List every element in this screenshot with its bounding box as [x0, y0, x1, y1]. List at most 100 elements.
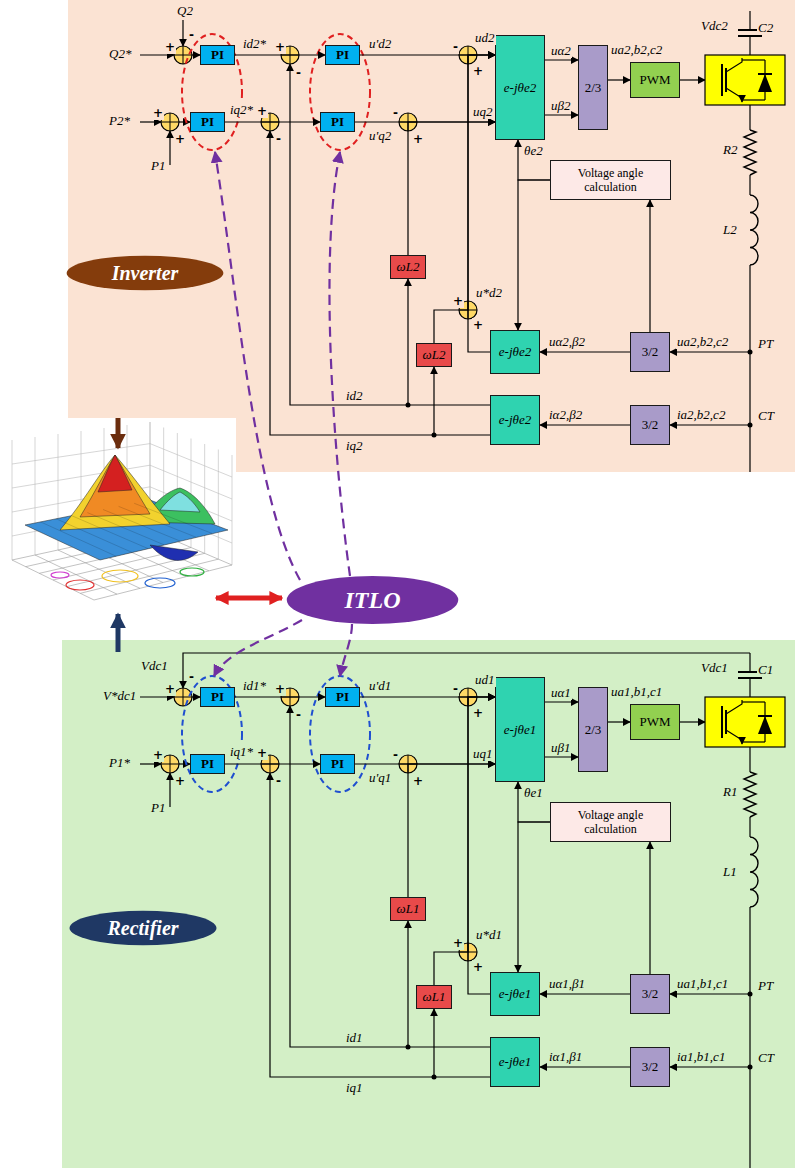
block-text: Voltage angle calculation [551, 808, 670, 836]
sign-label: + [412, 774, 424, 788]
block-text: e-jθe2 [504, 80, 536, 96]
plot-grid [94, 565, 232, 600]
feedback-wire [183, 653, 750, 688]
block-text: PWM [639, 72, 670, 88]
igbt-gate [721, 706, 723, 738]
signal-label: C1 [757, 662, 774, 677]
signal-connector [518, 822, 550, 972]
dc-lead [749, 653, 750, 672]
block-text: 2/3 [585, 80, 602, 96]
rectifier-panel [62, 640, 795, 1168]
signal-label: uα2,β2 [548, 334, 586, 349]
signal-label: uβ2 [550, 98, 571, 113]
pi-controller: PI [325, 45, 360, 65]
signal-label: L1 [722, 864, 738, 879]
inverter-panel [68, 0, 795, 472]
signal-connector [408, 764, 495, 897]
signal-label: uα2 [550, 43, 572, 58]
signal-label: uq2 [472, 104, 494, 119]
reference-wire [140, 763, 161, 764]
signal-connector [608, 79, 630, 80]
surface-mesh [72, 516, 148, 549]
pwm-block: PWM [630, 704, 680, 740]
junction-dot [748, 992, 753, 997]
optimizer-link [340, 624, 352, 676]
sign-label: - [188, 670, 195, 684]
junction-dot [748, 423, 753, 428]
pi-controller: PI [320, 754, 355, 774]
signal-label: ua1,b1,c1 [610, 684, 663, 699]
reference-wire [140, 121, 161, 122]
inductor-symbol [750, 195, 758, 265]
pointer-arrow [116, 614, 121, 652]
signal-label: θe2 [523, 143, 544, 158]
signal-label: L2 [722, 222, 738, 237]
current-feedback-wire [270, 773, 434, 1077]
rotation-transform-block: e-jθe2 [490, 330, 540, 374]
diode-lead [742, 99, 765, 100]
plot-grid [218, 450, 219, 560]
surface-mesh [119, 506, 196, 537]
sign-label: - [392, 748, 399, 762]
diode-lead [742, 59, 765, 60]
block-text: 3/2 [642, 417, 659, 433]
junction-dot [748, 350, 753, 355]
block-text: PI [211, 47, 224, 63]
reference-wire [140, 696, 174, 697]
signal-label: R2 [722, 142, 738, 157]
signal-wire [192, 696, 200, 697]
sign-label: - [188, 28, 195, 42]
signal-label: CT [757, 408, 775, 423]
signal-connector [649, 200, 650, 332]
dc-lead [749, 678, 750, 697]
decoupling-gain-block: ωL2 [416, 343, 452, 367]
pi-controller: PI [320, 112, 355, 132]
signal-label: Vdc2 [700, 18, 729, 33]
ct-wire [670, 424, 750, 425]
diode-lead [764, 60, 765, 100]
feedback-wire [169, 773, 170, 807]
pi-controller: PI [190, 112, 225, 132]
sign-label: + [472, 318, 484, 332]
dc-lead [749, 11, 750, 30]
block-text: PI [331, 756, 344, 772]
signal-label: Vdc1 [700, 660, 729, 675]
signal-label: u'd2 [368, 36, 392, 51]
signal-connector [518, 782, 550, 822]
sign-label: - [275, 132, 282, 146]
sign-label: + [274, 40, 286, 54]
signal-label: P1* [108, 755, 131, 770]
ac-line [749, 747, 750, 772]
signal-label: uβ1 [550, 740, 571, 755]
rectifier-wiring [140, 653, 785, 1168]
block-text: Rectifier [107, 917, 178, 940]
block-text: PI [336, 689, 349, 705]
sign-label: + [152, 748, 164, 762]
signal-label: iq2* [229, 102, 254, 117]
pointer-arrow [116, 418, 121, 448]
coordinate-transform-block: 3/2 [630, 332, 670, 372]
coordinate-transform-block: 2/3 [578, 45, 608, 130]
surface-mesh [87, 513, 164, 545]
summing-junction [174, 46, 192, 64]
signal-label: u'q1 [368, 770, 392, 785]
signal-label: θe1 [523, 785, 544, 800]
pi-controller: PI [190, 754, 225, 774]
signal-label: id1* [242, 678, 267, 693]
tuning-group-oval [310, 676, 370, 792]
signal-label: u'q2 [368, 128, 392, 143]
signal-label: iq1 [345, 1080, 364, 1095]
sign-label: + [452, 936, 464, 950]
contour-line [51, 572, 69, 578]
decoupling-gain-block: ωL1 [416, 985, 452, 1009]
plot-grid [35, 437, 36, 555]
contour-line [102, 570, 138, 582]
signal-connector [649, 842, 650, 974]
current-feedback-wire [290, 64, 408, 405]
block-text: PI [336, 47, 349, 63]
signal-label: ua2,b2,c2 [610, 42, 663, 57]
surface-mesh [56, 519, 132, 553]
block-text: ωL2 [423, 347, 446, 363]
pt-wire [670, 993, 750, 994]
exchange-arrow [216, 596, 282, 601]
